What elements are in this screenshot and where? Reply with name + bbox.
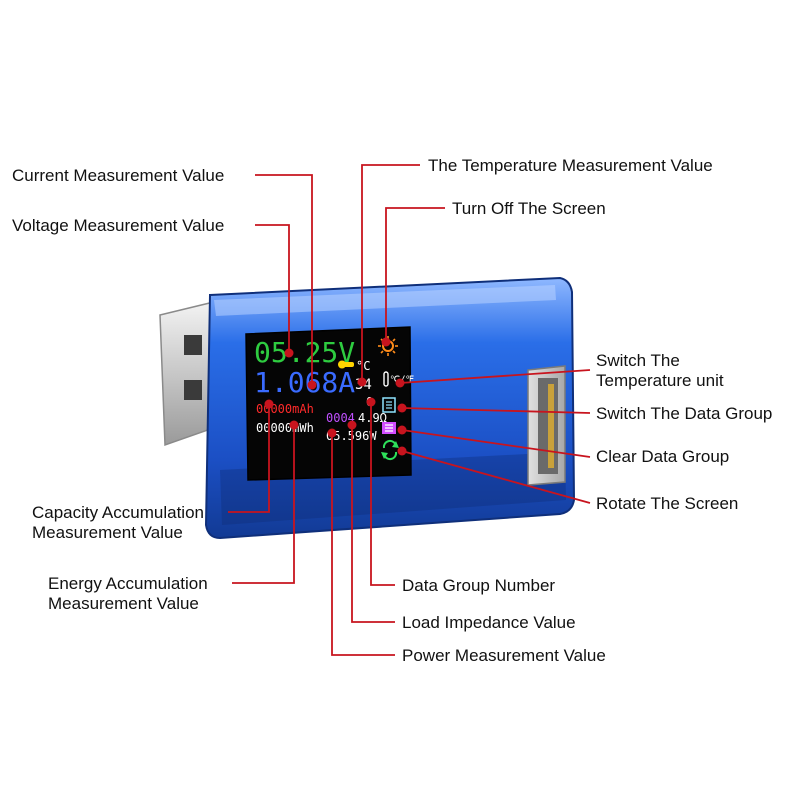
leader-power (331, 433, 395, 656)
label-turn-off: Turn Off The Screen (452, 199, 606, 218)
leader-energy (232, 425, 295, 584)
label-data-group: Switch The Data Group (596, 404, 772, 423)
clear-icon[interactable] (382, 422, 396, 434)
thermometer-icon (338, 360, 354, 369)
lcd-screen: 05.25V 1.068A 00000mAh 00000mWh 0004 4.9… (245, 326, 412, 481)
leader-group-number (370, 402, 395, 586)
leader-current (255, 174, 313, 385)
usb-device: 05.25V 1.068A 00000mAh 00000mWh 0004 4.9… (159, 276, 576, 540)
leader-temperature (361, 164, 420, 382)
label-clear: Clear Data Group (596, 447, 729, 466)
label-voltage: Voltage Measurement Value (12, 216, 224, 235)
leader-impedance (351, 425, 395, 623)
label-impedance: Load Impedance Value (402, 613, 576, 632)
leader-lines (228, 164, 591, 656)
leader-clear (401, 429, 591, 458)
label-energy-1: Energy Accumulation (48, 574, 208, 593)
label-capacity-1: Capacity Accumulation (32, 503, 204, 522)
lcd-current: 1.068A (254, 366, 355, 399)
rotate-icon[interactable] (381, 439, 399, 461)
leader-dots (264, 337, 407, 456)
leader-temp-unit (399, 369, 591, 384)
leader-voltage (255, 224, 290, 353)
label-rotate: Rotate The Screen (596, 494, 738, 513)
leader-data-group (401, 407, 591, 414)
lcd-group: 0004 (326, 411, 355, 425)
plug-hole-lower (184, 380, 202, 400)
lcd-energy: 00000mWh (256, 421, 314, 435)
lcd-impedance: 4.9Ω (358, 411, 387, 425)
leader-rotate (401, 450, 591, 504)
callout-labels: Current Measurement Value Voltage Measur… (12, 156, 772, 665)
label-current: Current Measurement Value (12, 166, 224, 185)
label-temp-unit-2: Temperature unit (596, 371, 724, 390)
lcd-temperature-unit: °C (356, 359, 370, 373)
label-group-number: Data Group Number (402, 576, 555, 595)
data-group-icon[interactable] (382, 397, 396, 413)
label-temp-unit-1: Switch The (596, 351, 680, 370)
label-power: Power Measurement Value (402, 646, 606, 665)
leader-capacity (228, 404, 270, 513)
leader-turn-off (385, 207, 445, 342)
plug-hole-upper (184, 335, 202, 355)
label-energy-2: Measurement Value (48, 594, 199, 613)
label-temperature: The Temperature Measurement Value (428, 156, 713, 175)
usb-a-port (527, 365, 566, 486)
label-capacity-2: Measurement Value (32, 523, 183, 542)
